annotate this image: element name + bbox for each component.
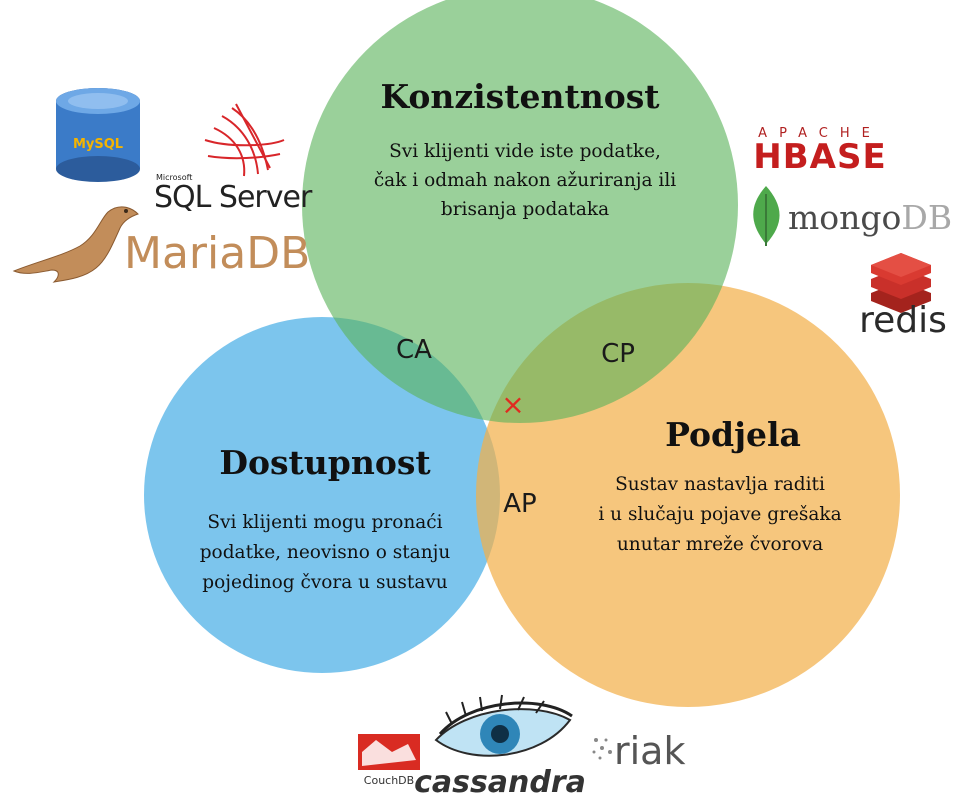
region-ca-label: CA xyxy=(396,335,432,365)
mongodb-logo-text-a: mongo xyxy=(788,198,901,237)
hbase-logo-text: HBASE xyxy=(753,137,886,177)
partition-desc-line-2: i u slučaju pojave grešaka xyxy=(598,504,841,525)
consistency-desc-line-3: brisanja podataka xyxy=(441,199,609,220)
center-x-mark: × xyxy=(501,388,524,421)
mariadb-logo: MariaDB xyxy=(12,206,310,283)
riak-logo: riak xyxy=(592,729,685,773)
cassandra-eye-icon xyxy=(434,694,573,757)
region-cp-label: CP xyxy=(601,339,635,369)
mongodb-logo-text: mongoDB xyxy=(788,198,952,237)
region-ap-label: AP xyxy=(503,489,536,519)
redis-logo: redis xyxy=(859,253,947,341)
riak-dots-icon xyxy=(592,738,612,760)
consistency-title: Konzistentnost xyxy=(380,77,660,116)
availability-title: Dostupnost xyxy=(219,443,431,482)
partition-desc-line-3: unutar mreže čvorova xyxy=(617,534,823,555)
couchdb-logo: CouchDB xyxy=(358,734,420,787)
hbase-logo-small-text: APACHE xyxy=(758,126,882,141)
sqlserver-logo-text: SQL Server xyxy=(154,180,313,215)
mongodb-logo: mongoDB xyxy=(753,186,952,246)
cassandra-logo: cassandra xyxy=(414,694,586,800)
availability-desc-line-2: podatke, neovisno o stanju xyxy=(200,542,451,563)
consistency-desc-line-2: čak i odmah nakon ažuriranja ili xyxy=(374,170,676,191)
venn-circles xyxy=(144,0,900,707)
hbase-logo: APACHE HBASE xyxy=(753,126,886,177)
consistency-circle xyxy=(302,0,738,423)
availability-desc-line-3: pojedinog čvora u sustavu xyxy=(202,572,448,593)
riak-logo-text: riak xyxy=(614,729,685,773)
availability-circle xyxy=(144,317,500,673)
seal-icon xyxy=(12,206,139,283)
redis-logo-text: redis xyxy=(859,300,947,341)
consistency-desc-line-1: Svi klijenti vide iste podatke, xyxy=(389,141,661,162)
redis-cube-icon xyxy=(871,253,931,313)
sqlserver-logo: Microsoft SQL Server xyxy=(154,103,314,215)
mongodb-logo-text-b: DB xyxy=(901,198,952,237)
availability-desc-line-1: Svi klijenti mogu pronaći xyxy=(207,512,442,533)
mysql-logo-text: MySQL xyxy=(73,137,123,152)
sqlserver-wave-icon xyxy=(204,103,285,177)
partition-desc-line-1: Sustav nastavlja raditi xyxy=(615,474,825,495)
cassandra-logo-text: cassandra xyxy=(414,765,586,800)
couchdb-logo-text: CouchDB xyxy=(364,774,414,787)
partition-title: Podjela xyxy=(665,415,801,454)
sqlserver-logo-small-text: Microsoft xyxy=(156,173,192,182)
mariadb-logo-text: MariaDB xyxy=(124,228,310,279)
mysql-logo: MySQL xyxy=(56,88,140,182)
